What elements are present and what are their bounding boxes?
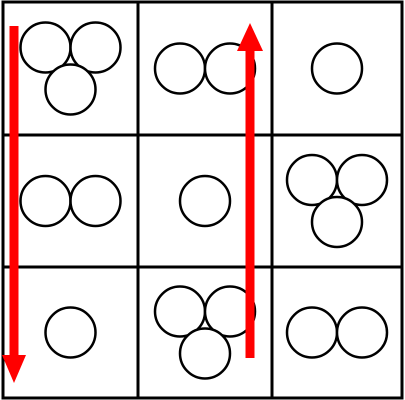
grid-cell-r2-c1 [1, 133, 140, 269]
circle-shape [285, 306, 339, 359]
grid-cell-r3-c3 [270, 265, 404, 400]
grid-cell-r2-c3 [270, 133, 404, 269]
grid-cell-r1-c3 [270, 0, 404, 137]
circle-shape [335, 153, 389, 207]
arrow-up-icon [237, 23, 263, 51]
circle-shape [178, 174, 232, 228]
circle-shape [203, 42, 257, 95]
circle-shape [69, 21, 122, 74]
circle-shape [335, 306, 389, 359]
circle-shape [153, 42, 207, 95]
circle-shape [203, 285, 257, 338]
arrow-column-1-down [2, 26, 26, 383]
arrow-column-2-up [237, 23, 263, 358]
grid-cell-r3-c1 [1, 265, 140, 400]
circle-shape [19, 174, 72, 228]
circle-shape [44, 63, 97, 116]
circle-shape [69, 174, 122, 228]
circle-shape [310, 195, 364, 249]
circle-shape [44, 306, 97, 359]
arrow-down-icon [2, 355, 26, 383]
grid-cell-r1-c1 [1, 0, 140, 137]
circle-shape [178, 327, 232, 380]
circle-shape [310, 42, 364, 95]
